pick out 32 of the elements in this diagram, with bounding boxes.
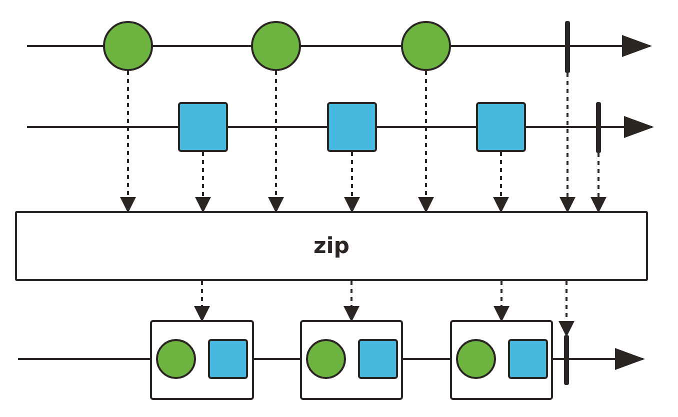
- marble-square: [208, 339, 248, 379]
- operator-label: zip: [313, 234, 350, 258]
- marble-square: [178, 102, 228, 152]
- zipped-pair-box: [150, 320, 254, 400]
- operator-box: [15, 211, 648, 281]
- marble-circle: [306, 339, 346, 379]
- dashed-arrow: [493, 152, 509, 213]
- marble-circle: [156, 339, 196, 379]
- dashed-arrow: [194, 281, 210, 322]
- dashed-arrow: [120, 71, 136, 213]
- dashed-arrow: [344, 281, 360, 322]
- dashed-arrow: [558, 281, 574, 337]
- completion-bar: [564, 335, 569, 385]
- dashed-arrow: [590, 153, 606, 213]
- zipped-pair-box: [450, 320, 553, 400]
- dashed-arrow: [418, 71, 434, 213]
- marble-square: [476, 102, 526, 152]
- completion-bar: [596, 102, 601, 153]
- dashed-arrow: [494, 281, 510, 322]
- marble-circle: [456, 339, 496, 379]
- marble-circle: [251, 21, 301, 71]
- dashed-arrow: [268, 71, 284, 213]
- dashed-arrow: [560, 73, 576, 213]
- zipped-pair-box: [300, 320, 403, 400]
- dashed-arrow: [344, 152, 360, 213]
- marble-circle: [103, 21, 153, 71]
- completion-bar: [565, 21, 570, 73]
- marble-circle: [401, 21, 451, 71]
- marble-square: [508, 339, 548, 379]
- marble-square: [358, 339, 398, 379]
- dashed-arrow: [195, 152, 211, 213]
- marble-square: [327, 102, 377, 152]
